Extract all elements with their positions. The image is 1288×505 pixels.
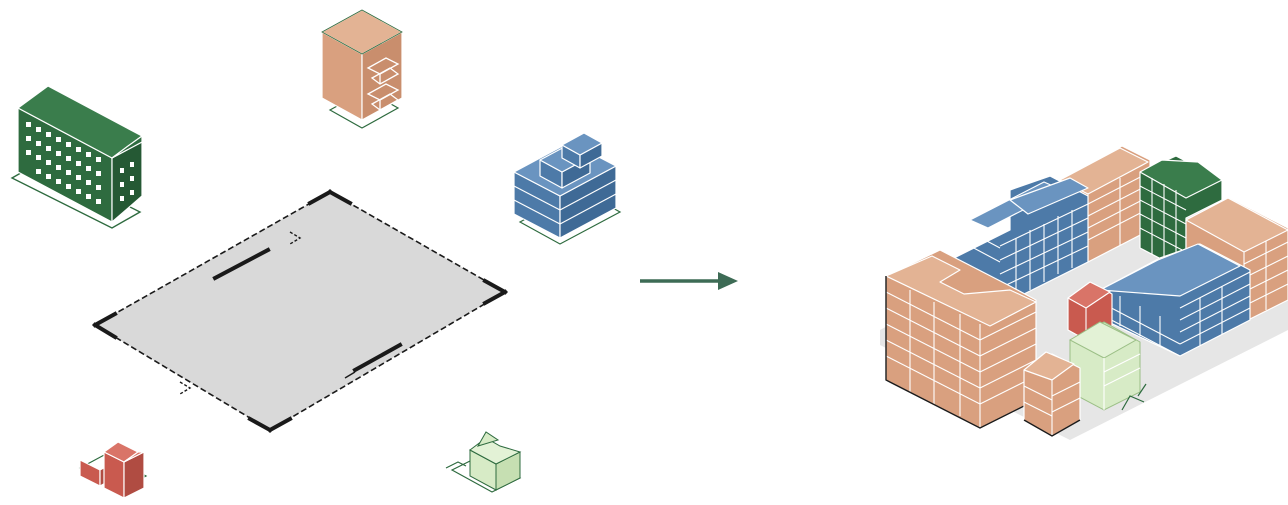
orange-tower (322, 10, 402, 128)
green-block (12, 86, 142, 228)
blue-cluster (514, 133, 620, 244)
empty-site (95, 192, 505, 430)
pale-green-pavilion (446, 432, 520, 492)
assembled-block (880, 146, 1288, 440)
arrow-right (640, 272, 738, 290)
red-house (80, 442, 146, 498)
